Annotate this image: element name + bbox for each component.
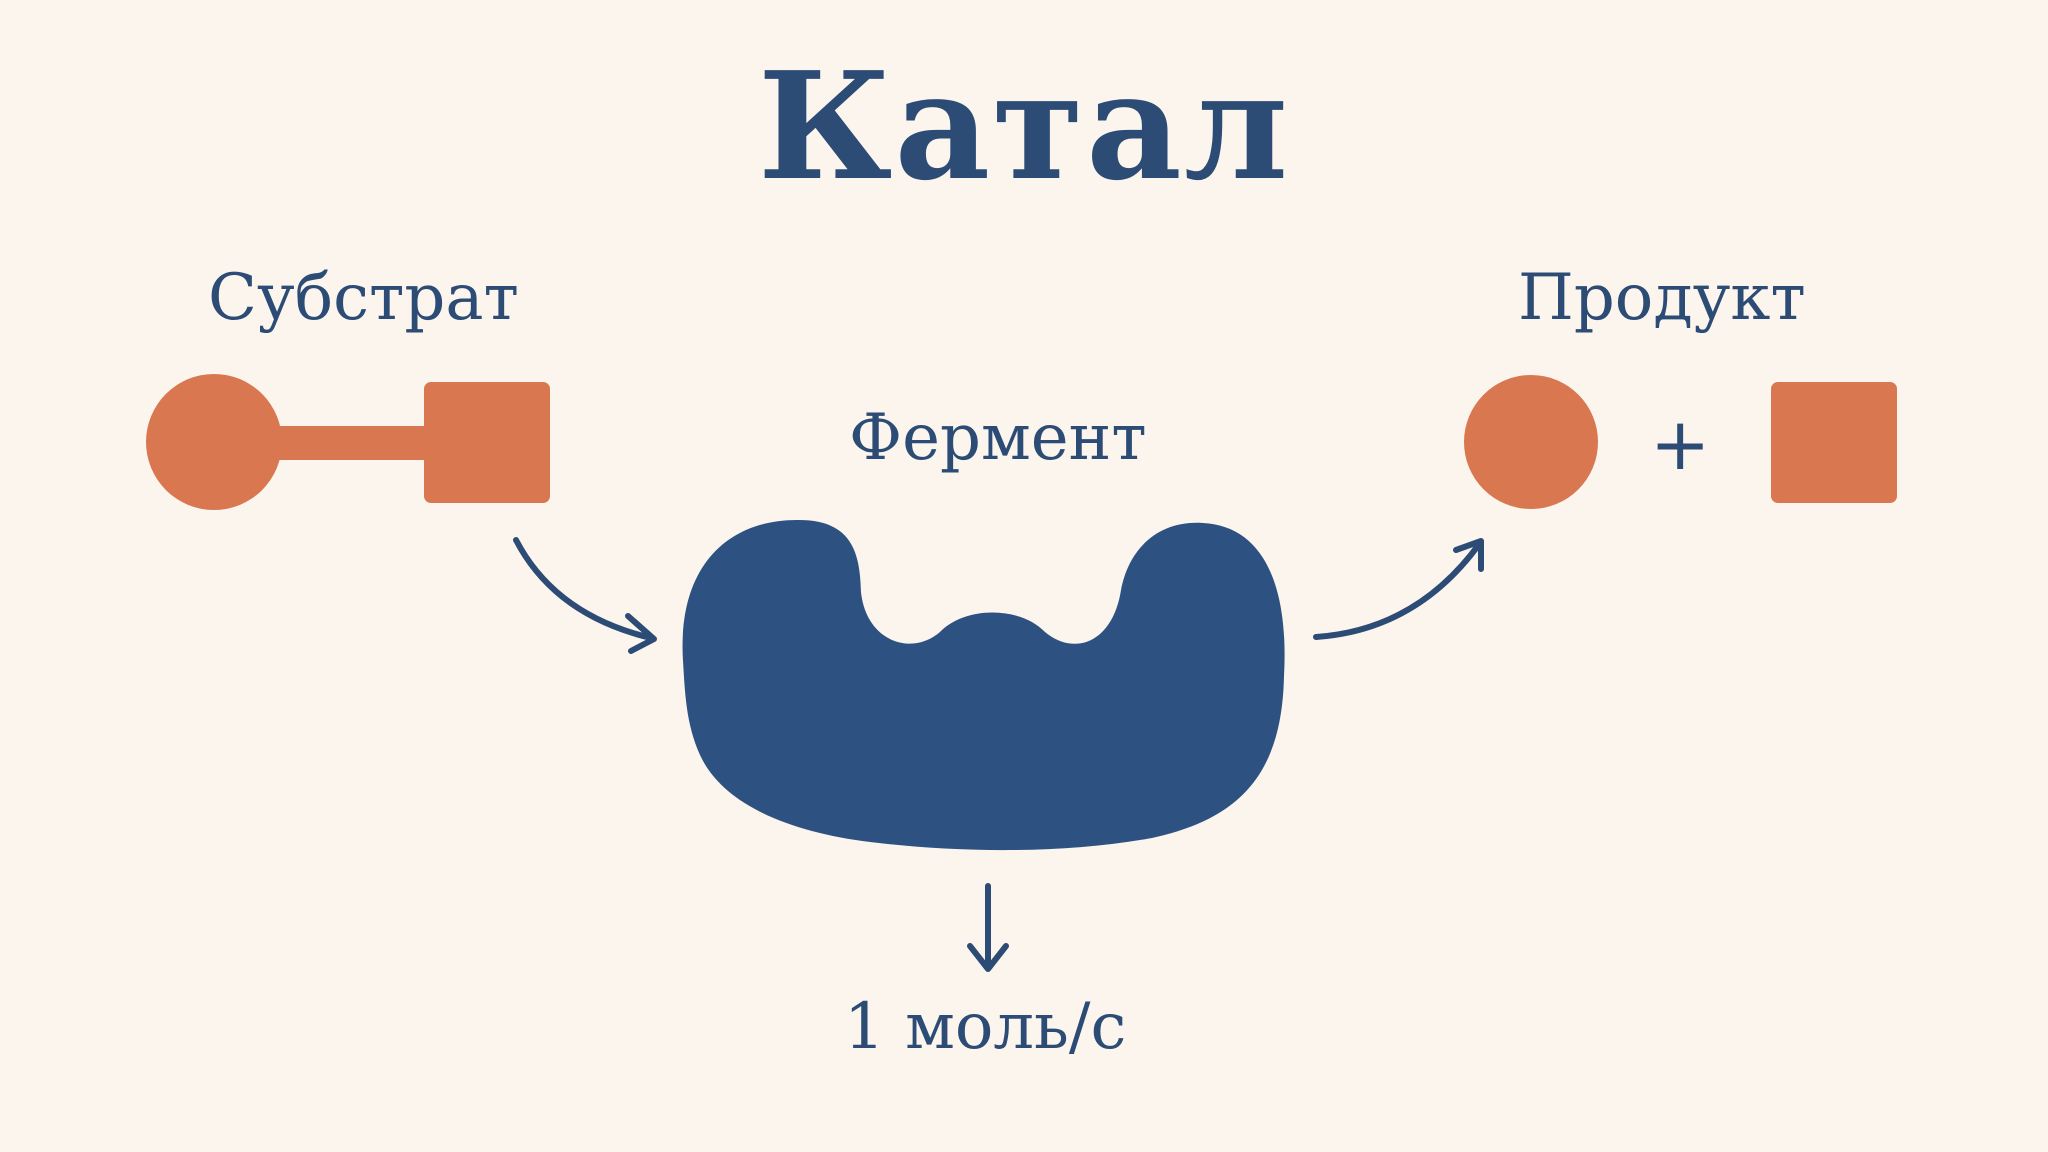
product-circle-icon — [1464, 375, 1598, 509]
enzyme-label: Фермент — [849, 401, 1147, 475]
enzyme-blob-icon — [682, 519, 1285, 851]
substrate-square — [424, 382, 550, 503]
substrate-molecule-icon — [146, 374, 550, 510]
substrate-label: Субстрат — [208, 261, 519, 335]
product-label: Продукт — [1518, 261, 1806, 335]
product-square-icon — [1771, 382, 1897, 503]
arrow-enzyme-to-product-icon — [1313, 538, 1484, 640]
plus-sign: + — [1650, 402, 1711, 486]
arrow-substrate-to-enzyme-icon — [513, 537, 657, 654]
substrate-circle — [146, 374, 282, 510]
diagram-title: Катал — [757, 39, 1291, 213]
substrate-linker — [265, 426, 431, 460]
arrow-down-to-rate-icon — [967, 883, 1009, 972]
reaction-rate-label: 1 моль/с — [844, 990, 1127, 1064]
